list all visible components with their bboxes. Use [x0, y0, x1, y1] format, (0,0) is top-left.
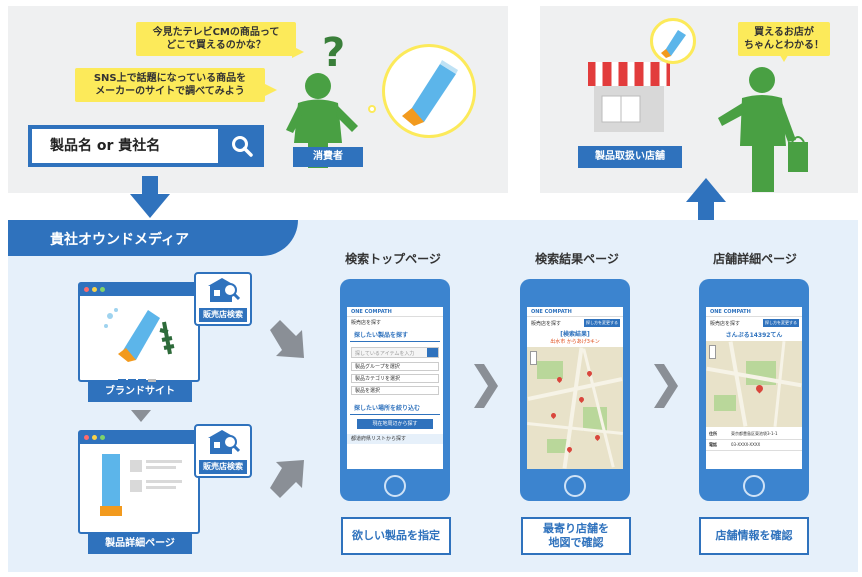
search-input[interactable]: 探しているアイテムを入力 [351, 347, 439, 358]
store-search-badge[interactable]: 販売店検索 [194, 424, 252, 478]
section-heading: 探したい製品を探す [350, 328, 440, 342]
speech-bubble-tv-cm: 今見たテレビCMの商品って どこで買えるのかな？ [136, 22, 296, 56]
thought-bubble [382, 44, 476, 138]
svg-text:?: ? [322, 30, 345, 76]
phone-screen: ONE COMPATH 販売店を探す 探し方を変更する [検索結果] 出水市 か… [527, 307, 623, 469]
section-heading: 探したい場所を絞り込む [350, 401, 440, 415]
step-title-search-results: 検索結果ページ [535, 252, 619, 266]
search-box[interactable]: 製品名 or 貴社名 [28, 125, 264, 167]
arrow-diagonal-up-icon [270, 460, 304, 498]
change-search-button[interactable]: 探し方を変更する [584, 319, 620, 327]
change-search-button[interactable]: 探し方を変更する [763, 319, 799, 327]
phone-search-results: ONE COMPATH 販売店を探す 探し方を変更する [検索結果] 出水市 か… [520, 279, 630, 501]
phone-store-detail: ONE COMPATH 販売店を探す 探し方を変更する さんぷる14392てん … [699, 279, 809, 501]
consumer-figure-icon: ? [286, 30, 358, 168]
home-button[interactable] [564, 475, 586, 497]
store-icon [588, 62, 670, 132]
speech-bubble-sns: SNS上で話題になっている商品を メーカーのサイトで調べてみよう [75, 68, 265, 102]
store-search-badge-label: 販売店検索 [199, 308, 247, 322]
product-detail-label: 製品詳細ページ [88, 534, 192, 554]
address-value: 東京都豊島区東池袋3-1-1 [731, 431, 778, 436]
bubble-tail [265, 84, 277, 96]
search-icon[interactable] [231, 135, 253, 157]
zoom-control[interactable] [530, 351, 537, 365]
brand-site-label: ブランドサイト [88, 382, 192, 402]
brand-logo: ONE COMPATH [527, 307, 623, 317]
home-button[interactable] [743, 475, 765, 497]
store-search-badge[interactable]: 販売店検索 [194, 272, 252, 326]
chevron-right-icon [654, 364, 678, 408]
home-button[interactable] [384, 475, 406, 497]
chevron-right-icon [474, 364, 498, 408]
shop-search-icon [208, 430, 241, 454]
search-icon[interactable] [427, 348, 438, 357]
tube-icon [661, 30, 686, 58]
product-detail-image [100, 454, 182, 516]
step-title-store-detail: 店舗詳細ページ [713, 252, 797, 266]
address-label: 住所 [709, 431, 717, 436]
owned-media-title: 貴社オウンドメディア [50, 232, 190, 248]
result-map[interactable] [527, 347, 623, 469]
store-name: さんぷる14392てん [725, 332, 783, 339]
search-input[interactable]: 製品名 or 貴社名 [32, 129, 218, 163]
select-group[interactable]: 製品グループを選択 [351, 362, 439, 371]
thought-dot [368, 105, 376, 113]
consumer-label: 消費者 [293, 147, 363, 167]
bubble-tail [292, 46, 304, 58]
brand-site-window [78, 282, 200, 383]
caption-step3: 店舗情報を確認 [699, 517, 809, 555]
caption-step1: 欲しい製品を指定 [341, 517, 451, 555]
brand-logo: ONE COMPATH [706, 307, 802, 317]
phone-screen: ONE COMPATH 販売店を探す 探したい製品を探す 探しているアイテムを入… [347, 307, 443, 469]
select-category[interactable]: 製品カテゴリを選択 [351, 374, 439, 383]
arrow-down-icon [130, 176, 170, 218]
arrow-up-icon [686, 178, 726, 222]
product-detail-window [78, 430, 200, 534]
bubble-tail [778, 52, 790, 62]
result-heading: [検索結果] [560, 331, 590, 338]
step-title-search-top: 検索トップページ [345, 252, 441, 266]
tube-icon [402, 60, 458, 126]
store-map[interactable] [706, 341, 802, 427]
caption-step2: 最寄り店舗を 地図で確認 [521, 517, 631, 555]
owned-media-title-bar [8, 220, 298, 256]
phone-screen: ONE COMPATH 販売店を探す 探し方を変更する さんぷる14392てん … [706, 307, 802, 469]
shopper-figure-icon [718, 67, 808, 192]
shop-search-icon [208, 278, 241, 302]
result-sub: 出水市 からあげ3キン [550, 339, 600, 345]
store-label: 製品取扱い店舗 [578, 146, 682, 168]
zoom-control[interactable] [709, 345, 716, 359]
prefecture-list-link[interactable]: 都道府県リストから探す [347, 434, 443, 444]
select-product[interactable]: 製品を選択 [351, 386, 439, 395]
brand-product-image [104, 308, 175, 362]
speech-bubble-store: 買えるお店が ちゃんとわかる！ [738, 22, 830, 56]
current-location-button[interactable]: 現在地周辺から探す [357, 419, 433, 429]
phone-search-top: ONE COMPATH 販売店を探す 探したい製品を探す 探しているアイテムを入… [340, 279, 450, 501]
arrow-diagonal-down-icon [270, 320, 304, 358]
tel-value: 03-XXXX-XXXX [731, 442, 761, 447]
brand-logo: ONE COMPATH [347, 307, 443, 317]
store-search-badge-label: 販売店検索 [199, 460, 247, 474]
screen-heading: 販売店を探す [351, 320, 382, 326]
arrow-down-small-icon [131, 410, 151, 422]
tel-label: 電話 [709, 442, 717, 447]
